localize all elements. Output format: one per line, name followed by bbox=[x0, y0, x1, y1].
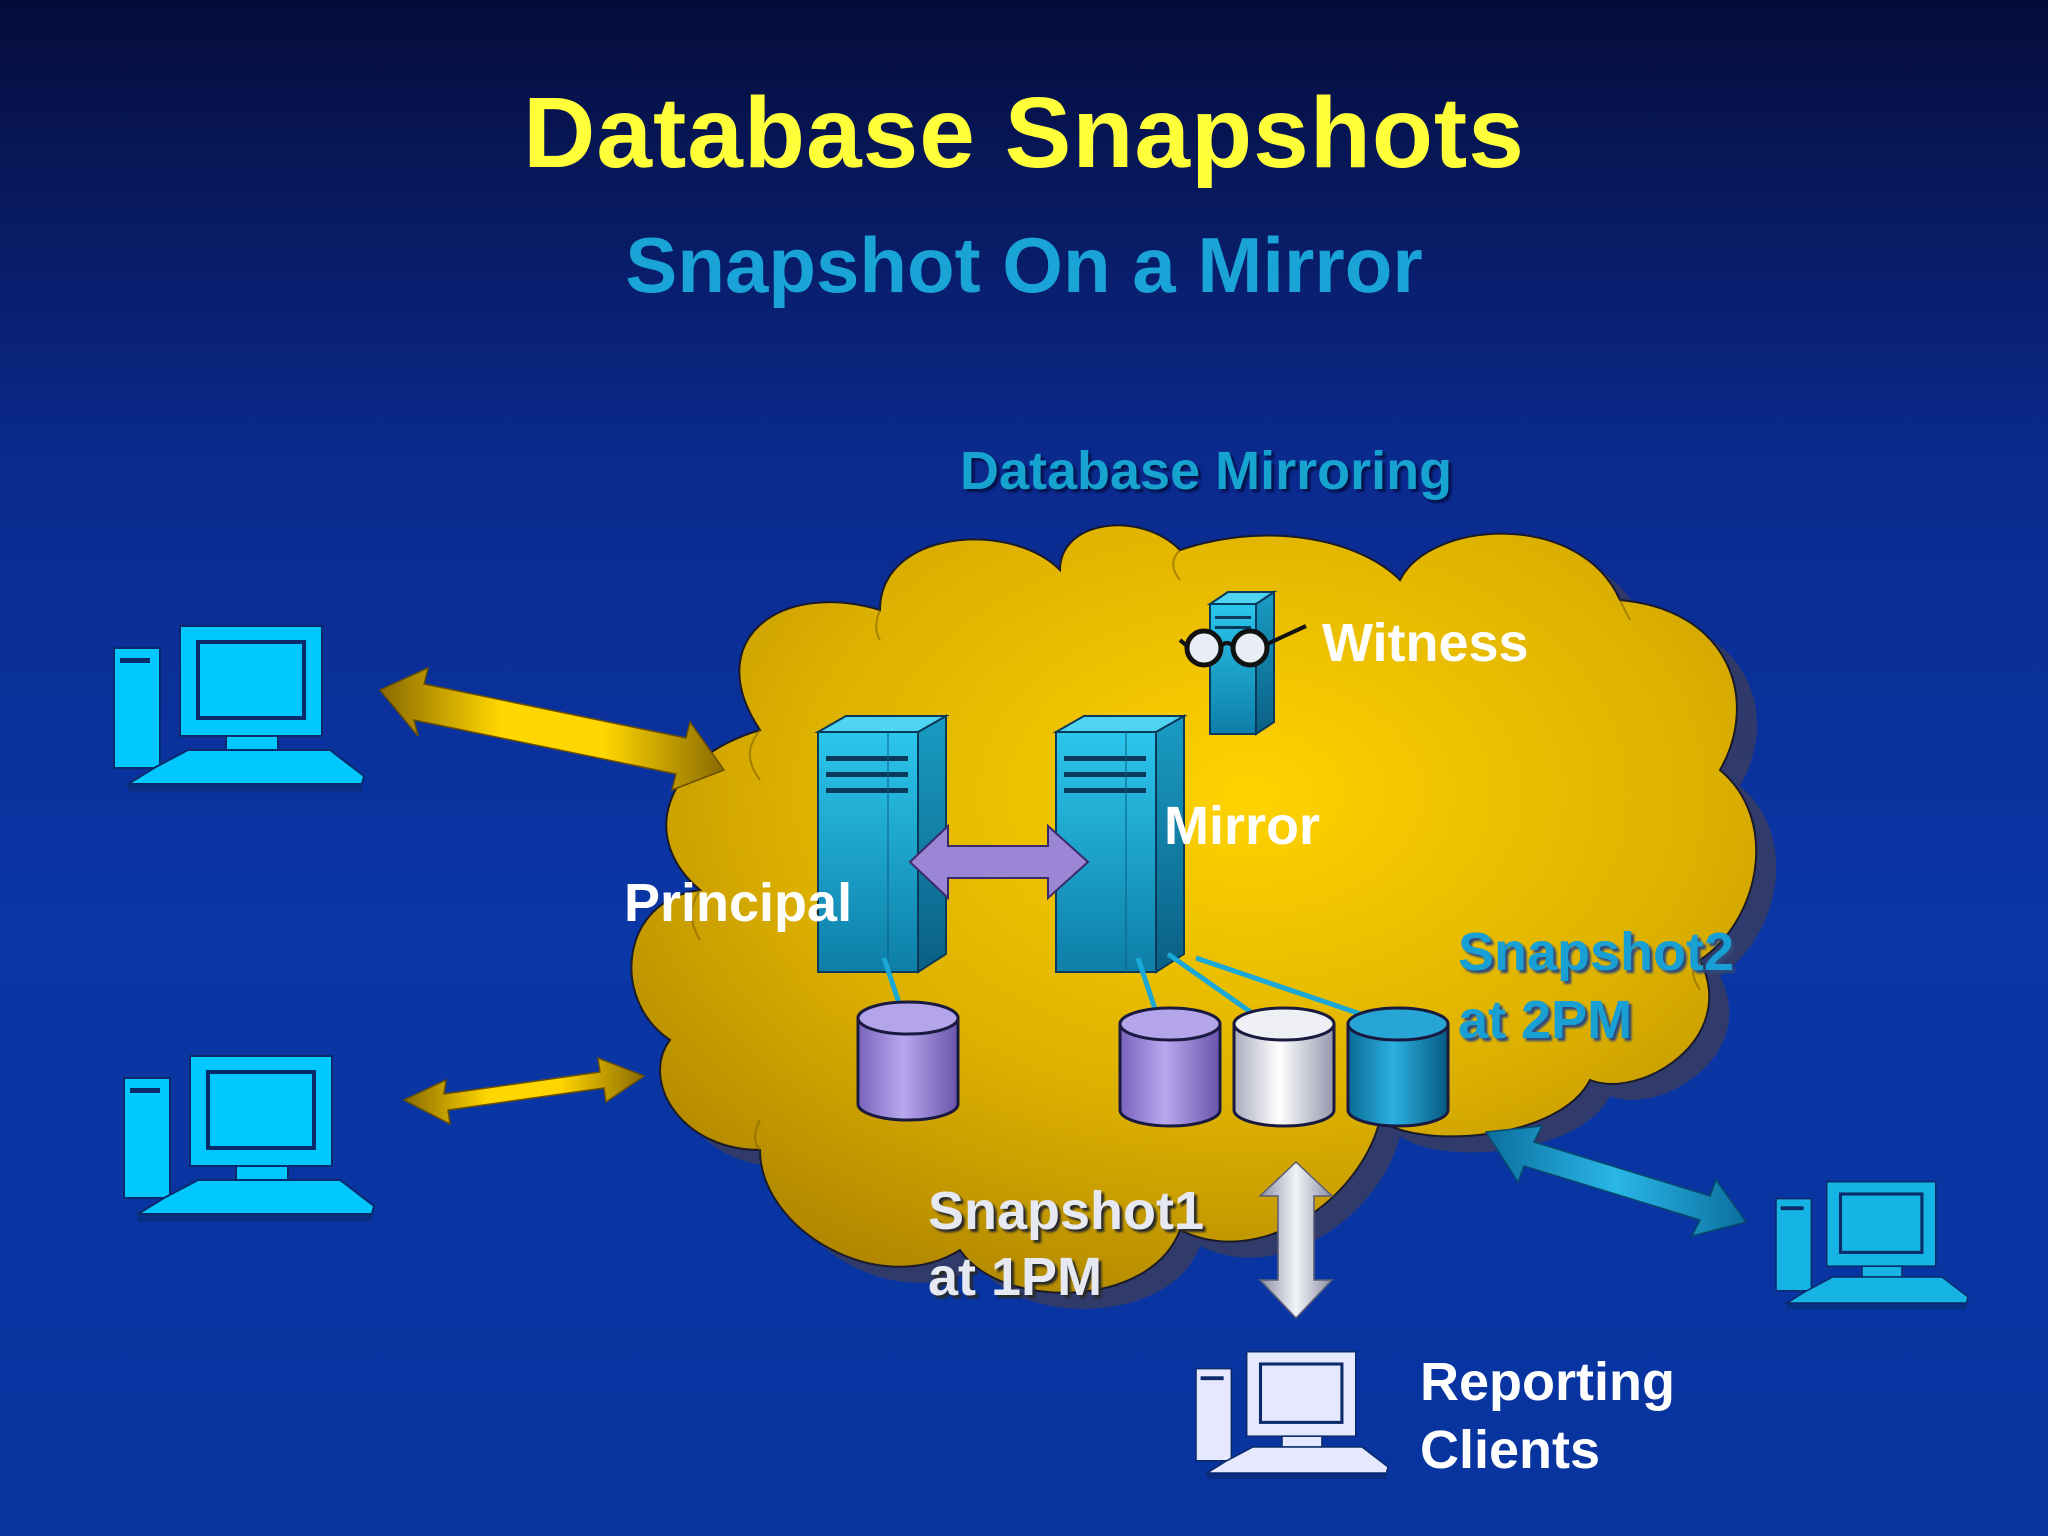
slide-subtitle: Snapshot On a Mirror bbox=[625, 221, 1423, 309]
database-cylinder-icon bbox=[1232, 1006, 1336, 1128]
snapshot1-database bbox=[1232, 1006, 1336, 1128]
database-cylinder-icon bbox=[1118, 1006, 1222, 1128]
snapshot1-label-line2: at 1PM bbox=[928, 1247, 1103, 1307]
client-arrow-bottom bbox=[402, 1056, 646, 1126]
snapshot2-reporting-arrow bbox=[1484, 1125, 1748, 1238]
witness-server-glasses-icon bbox=[1178, 590, 1307, 736]
cloud-lobe-lines bbox=[690, 549, 1701, 1151]
database-mirroring-label: Database Mirroring bbox=[960, 441, 1453, 501]
reporting-clients-label: Reporting Clients bbox=[1420, 1348, 1675, 1484]
reporting-client-computer-right bbox=[1774, 1180, 1970, 1311]
double-arrow-icon bbox=[908, 823, 1090, 901]
snapshot2-database bbox=[1346, 1006, 1450, 1128]
snapshot2-label-line1: Snapshot2 bbox=[1458, 922, 1735, 982]
client-computer-bottom-left bbox=[122, 1054, 376, 1224]
snapshot1-label: Snapshot1 at 1PM bbox=[928, 1178, 1204, 1310]
desktop-computer-icon bbox=[122, 1054, 376, 1224]
mirroring-arrow bbox=[908, 823, 1090, 901]
double-arrow-icon bbox=[402, 1056, 646, 1126]
client-arrow-top bbox=[378, 666, 726, 792]
witness-label: Witness bbox=[1322, 613, 1529, 673]
desktop-computer-icon bbox=[1194, 1350, 1390, 1481]
snapshot2-label-line2: at 2PM bbox=[1458, 990, 1633, 1050]
desktop-computer-icon bbox=[1774, 1180, 1970, 1311]
double-arrow-icon bbox=[1258, 1160, 1334, 1320]
principal-label: Principal bbox=[624, 873, 853, 933]
snapshot1-label-line1: Snapshot1 bbox=[928, 1181, 1205, 1241]
principal-database bbox=[856, 1000, 960, 1122]
reporting-client-computer-bottom bbox=[1194, 1350, 1390, 1481]
slide-title: Database Snapshots bbox=[523, 77, 1525, 189]
reporting-clients-label-line1: Reporting bbox=[1420, 1352, 1675, 1412]
snapshot2-label: Snapshot2 at 2PM bbox=[1458, 918, 1734, 1054]
double-arrow-icon bbox=[1484, 1125, 1748, 1238]
snapshot1-reporting-arrow bbox=[1258, 1160, 1334, 1320]
reporting-clients-label-line2: Clients bbox=[1420, 1420, 1601, 1480]
mirror-label: Mirror bbox=[1164, 796, 1321, 856]
desktop-computer-icon bbox=[112, 624, 366, 794]
database-cylinder-icon bbox=[856, 1000, 960, 1122]
mirror-database bbox=[1118, 1006, 1222, 1128]
client-computer-top-left bbox=[112, 624, 366, 794]
database-cylinder-icon bbox=[1346, 1006, 1450, 1128]
witness-server bbox=[1178, 590, 1307, 736]
double-arrow-icon bbox=[378, 666, 726, 792]
